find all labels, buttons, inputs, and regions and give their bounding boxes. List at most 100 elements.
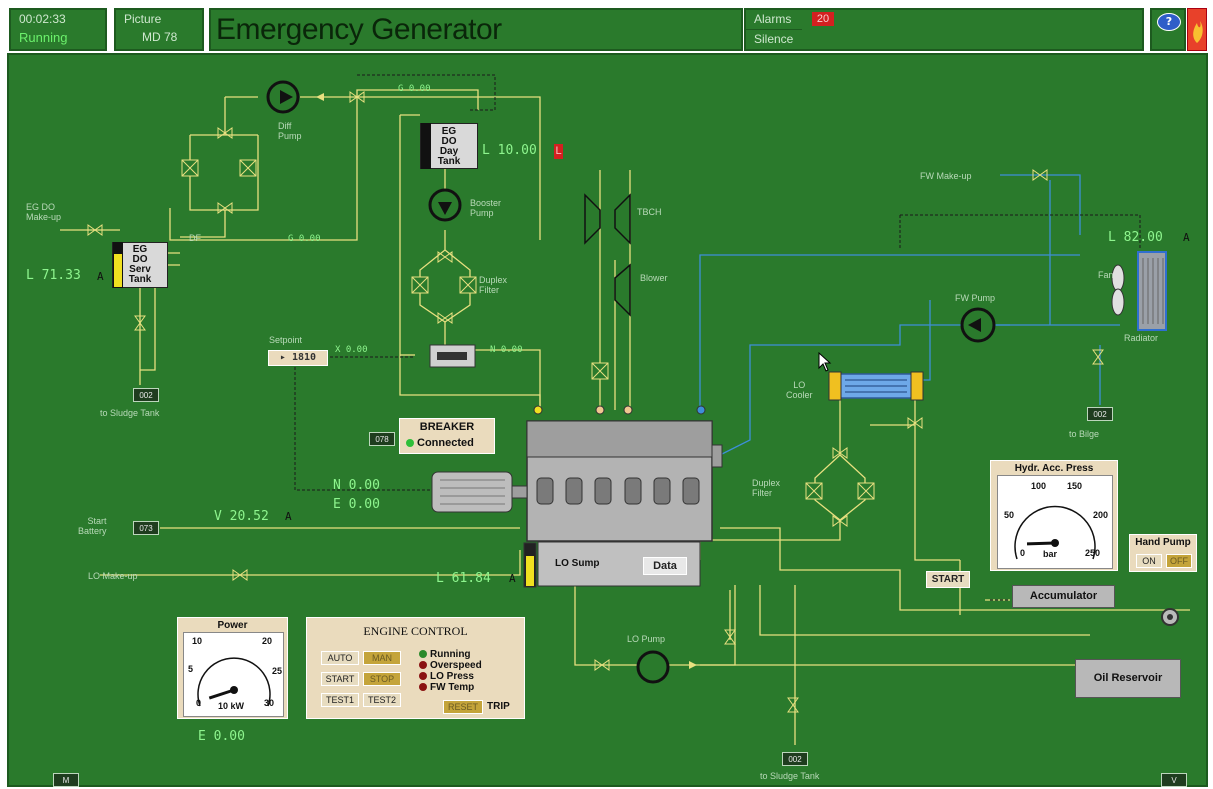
breaker-title: BREAKER: [419, 421, 475, 433]
lo-sump-label: LO Sump: [555, 558, 600, 569]
indicator-lo-press: LO Press: [419, 671, 474, 682]
accumulator-box[interactable]: Accumulator: [1012, 585, 1115, 608]
do-label: DF: [189, 233, 201, 243]
hydr-gauge-title: Hydr. Acc. Press: [1014, 463, 1094, 474]
accumulator-start-button[interactable]: START: [926, 571, 970, 588]
tbch-label: TBCH: [637, 207, 662, 217]
lo-makeup-label: LO Make-up: [88, 571, 138, 581]
battery-tag[interactable]: 073: [133, 521, 159, 535]
hydr-tick-150: 150: [1067, 481, 1083, 491]
bilge-tag[interactable]: 002: [1087, 407, 1113, 421]
hydr-unit: bar: [1043, 549, 1058, 559]
hydr-tick-50: 50: [1004, 510, 1015, 520]
setpoint-label: Setpoint: [269, 335, 303, 345]
fan-label: Fan: [1098, 270, 1114, 280]
flow-rack: X 0.00: [335, 345, 368, 355]
indicator-fw-temp: FW Temp: [419, 682, 474, 693]
power-tick-25: 25: [272, 666, 283, 676]
battery-voltage: V 20.52: [214, 509, 269, 524]
oil-reservoir-box[interactable]: Oil Reservoir: [1075, 659, 1181, 698]
diff-pump-label: Diff Pump: [278, 121, 302, 141]
radiator-label: Radiator: [1124, 333, 1159, 343]
hydr-tick-200: 200: [1093, 510, 1109, 520]
hydr-tick-0: 0: [1020, 548, 1026, 558]
lo-pump-label: LO Pump: [627, 634, 666, 644]
duplex-filter-top-label: Duplex Filter: [479, 275, 508, 295]
fw-makeup-label: FW Make-up: [920, 171, 972, 181]
sludge-left-tag[interactable]: 002: [133, 388, 159, 402]
reset-button[interactable]: RESET: [443, 700, 483, 714]
lo-cooler-label: LO Cooler: [786, 380, 813, 400]
power-tick-0: 0: [196, 698, 202, 708]
indicator-lo-press-label: LO Press: [430, 671, 474, 682]
fw-temp-led-icon: [419, 683, 427, 692]
engine-control-title: ENGINE CONTROL: [363, 624, 468, 638]
hand-pump-on-button[interactable]: ON: [1136, 554, 1162, 568]
power-gauge-title: Power: [217, 620, 248, 631]
radiator-mode: A: [1183, 231, 1190, 244]
serv-tank-mode: A: [97, 270, 104, 283]
running-led-icon: [419, 650, 427, 659]
stop-button[interactable]: STOP: [363, 672, 401, 686]
alarm-box[interactable]: Alarms 20 Silence: [744, 8, 1144, 51]
clock: 00:02:33: [19, 12, 66, 26]
breaker-led-icon: [406, 439, 414, 448]
indicator-overspeed-label: Overspeed: [430, 660, 482, 671]
day-tank-alarm: L: [554, 144, 563, 159]
serv-tank-level: L 71.33: [26, 268, 81, 283]
hand-pump-panel: Hand Pump ON OFF: [1129, 534, 1197, 572]
corner-left-tag[interactable]: M: [53, 773, 79, 787]
indicator-fw-temp-label: FW Temp: [430, 682, 475, 693]
test1-button[interactable]: TEST1: [321, 693, 359, 707]
blower-label: Blower: [640, 273, 668, 283]
duplex-filter-lo-label: Duplex Filter: [752, 478, 781, 498]
man-button[interactable]: MAN: [363, 651, 401, 665]
hand-pump-off-button[interactable]: OFF: [1166, 554, 1192, 568]
flow-injector: N 0.00: [490, 345, 523, 355]
silence-button[interactable]: Silence: [754, 32, 794, 46]
question-icon[interactable]: ?: [1157, 13, 1181, 31]
battery-mode: A: [285, 510, 292, 523]
help-box[interactable]: ?: [1150, 8, 1186, 51]
power-reading: E 0.00: [198, 729, 245, 744]
breaker-panel[interactable]: BREAKER Connected: [399, 418, 495, 454]
power-unit: 10 kW: [218, 701, 245, 711]
title-box: [209, 8, 743, 51]
clock-box: 00:02:33 Running: [9, 8, 107, 51]
eg-do-makeup-label: EG DO Make-up: [26, 202, 62, 222]
lo-sump-mode: A: [509, 572, 516, 585]
alarms-count-badge: 20: [812, 12, 834, 26]
indicator-overspeed: Overspeed: [419, 660, 482, 671]
start-battery-label: Start Battery: [78, 516, 107, 536]
breaker-tag[interactable]: 078: [369, 432, 395, 446]
power-tick-30: 30: [264, 698, 275, 708]
lo-press-led-icon: [419, 672, 427, 681]
picture-id: MD 78: [142, 30, 178, 44]
serv-tank-level-bar: [113, 242, 123, 288]
to-sludge-left-label: to Sludge Tank: [100, 408, 160, 418]
breaker-status: Connected: [406, 437, 474, 449]
setpoint-value: 1810: [291, 352, 317, 363]
corner-right-tag[interactable]: V: [1161, 773, 1187, 787]
lo-sump-data-button[interactable]: Data: [643, 557, 687, 575]
auto-button[interactable]: AUTO: [321, 651, 359, 665]
setpoint-input[interactable]: ▸ 1810: [268, 350, 328, 366]
hydr-acc-press-gauge: Hydr. Acc. Press 0 50 100 150 200 250 ba…: [990, 460, 1118, 571]
sludge-bottom-tag[interactable]: 002: [782, 752, 808, 766]
power-dial-face: [183, 632, 284, 717]
power-gauge: Power 0 5 10 20 25 30 10 kW: [177, 617, 288, 719]
flow-return: G 0.00: [288, 234, 321, 244]
trip-label: TRIP: [487, 701, 510, 712]
flame-icon[interactable]: [1187, 8, 1207, 51]
breaker-status-text: Connected: [417, 437, 474, 449]
to-sludge-bottom-label: to Sludge Tank: [760, 771, 820, 781]
mouse-cursor-icon: [818, 352, 832, 372]
lo-sump-level: L 61.84: [436, 571, 491, 586]
day-tank-level-bar: [421, 123, 431, 169]
indicator-running-label: Running: [430, 649, 471, 660]
engine-control-panel: ENGINE CONTROL AUTO MAN START STOP TEST1…: [306, 617, 525, 719]
start-button[interactable]: START: [321, 672, 359, 686]
test2-button[interactable]: TEST2: [363, 693, 401, 707]
overspeed-led-icon: [419, 661, 427, 670]
picture-box[interactable]: Picture MD 78: [114, 8, 204, 51]
